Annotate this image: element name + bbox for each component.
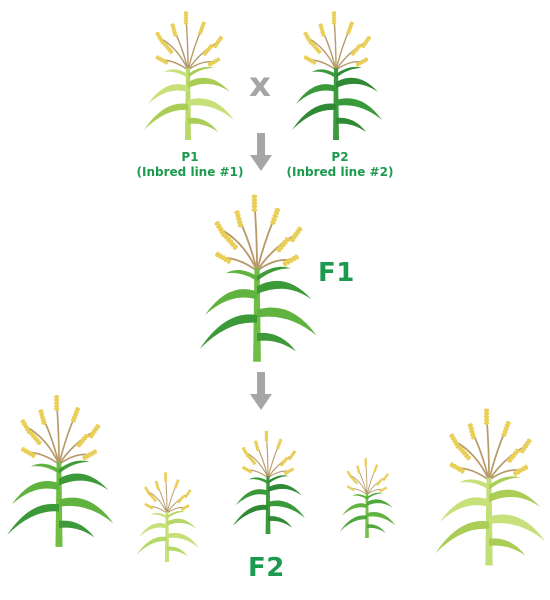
f2-plant-5-icon: [435, 408, 546, 566]
p1-label: P1 (Inbred line #1): [125, 150, 255, 180]
down-arrow-icon: [250, 372, 272, 410]
p2-plant-icon: [292, 11, 382, 140]
p2-name: P2: [331, 150, 349, 164]
f2-label: F2: [248, 553, 285, 583]
p1-description: (Inbred line #1): [136, 165, 244, 179]
p1-name: P1: [181, 150, 199, 164]
f2-plant-3-icon: [232, 430, 305, 534]
down-arrow-icon: [250, 133, 272, 171]
f2-plant-1-icon: [7, 395, 114, 547]
f2-plant-4-icon: [339, 458, 396, 538]
f1-plant-icon: [199, 194, 317, 362]
f2-plant-2-icon: [136, 472, 200, 562]
f1-label: F1: [318, 258, 355, 288]
p2-label: P2 (Inbred line #2): [275, 150, 405, 180]
p2-description: (Inbred line #2): [286, 165, 394, 179]
p1-plant-icon: [144, 11, 234, 140]
cross-symbol: x: [249, 65, 271, 105]
